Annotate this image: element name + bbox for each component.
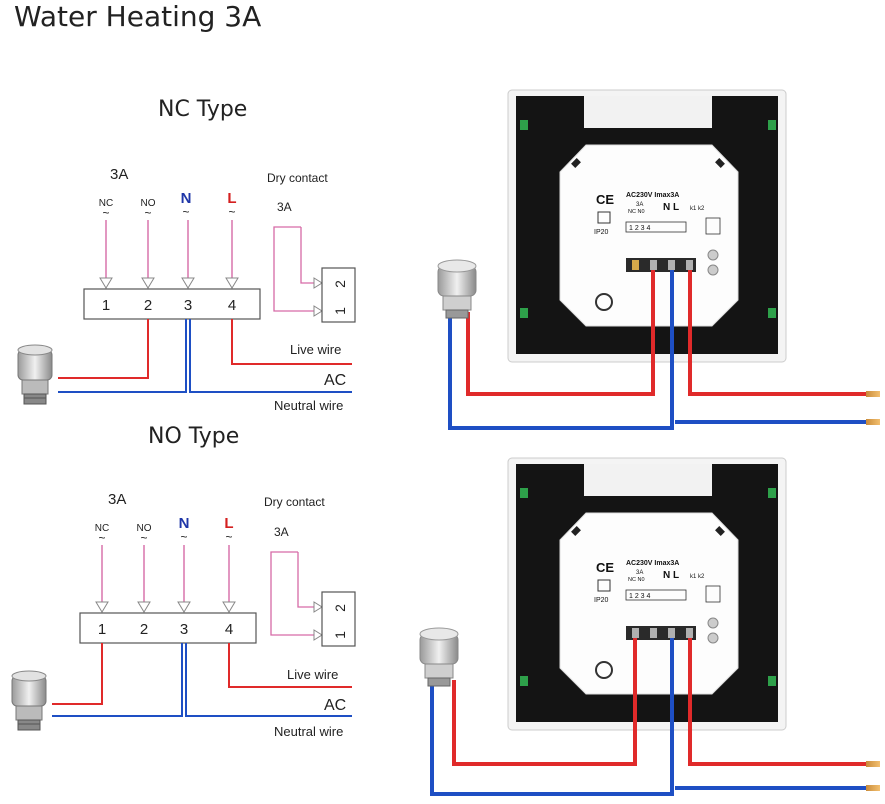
dry-contact-arrow	[313, 305, 323, 317]
terminal-labels: NC ~ NO ~ N ~ L ~	[99, 190, 237, 220]
live-wire	[231, 319, 352, 365]
dry-contact-terminal: 2	[332, 280, 348, 288]
terminal-symbol-l: ~	[228, 205, 235, 219]
dry-contact-arrow	[313, 601, 323, 613]
neutral-wire-to-motor	[52, 643, 183, 717]
dry-contact-terminal: 1	[332, 307, 348, 315]
terminal-leads	[105, 220, 233, 278]
nc-no-label: NC N0	[628, 577, 645, 583]
terminal-label-nc: NC	[95, 523, 109, 534]
terminal-numbers-label: 1 2 3 4	[629, 225, 651, 232]
terminal-arrows	[95, 601, 236, 613]
actuator-icon	[17, 344, 53, 405]
terminal-label-no: NO	[141, 198, 156, 209]
terminal-arrows	[99, 277, 239, 289]
section-heading: NO Type	[148, 424, 239, 449]
ac-label: AC	[324, 372, 346, 389]
neutral-wire-to-motor	[58, 319, 187, 393]
dry-contact-terminal: 2	[332, 604, 348, 612]
dry-contact-arrow	[313, 629, 323, 641]
neutral-wire-label: Neutral wire	[274, 398, 343, 413]
dry-contact-block	[321, 267, 356, 323]
ce-mark: CE	[596, 192, 614, 207]
terminal-leads	[101, 545, 230, 602]
terminal-symbol-nc: ~	[98, 531, 105, 545]
terminal-label-l: L	[224, 515, 233, 532]
terminal-label-n: N	[179, 515, 190, 532]
terminal-symbol-n: ~	[180, 530, 187, 544]
terminal-label-l: L	[227, 190, 236, 207]
ip-rating: IP20	[594, 229, 609, 236]
dry-contact-lead	[297, 552, 314, 608]
ip-rating: IP20	[594, 597, 609, 604]
dry-contact-arrow	[313, 277, 323, 289]
neutral-wire	[185, 643, 352, 717]
neutral-wire	[189, 319, 352, 393]
dry-contact-lead	[270, 551, 314, 636]
actuator-icon	[11, 670, 47, 731]
device-rating: 3A	[636, 570, 643, 576]
rating-label: 3A	[108, 491, 126, 508]
terminal-number: 1	[102, 297, 110, 314]
nl-label: N L	[663, 202, 679, 213]
dry-contact-label: Dry contact	[264, 495, 325, 509]
dry-contact-label: Dry contact	[267, 171, 328, 185]
terminal-number: 3	[180, 621, 188, 638]
k1k2-label: k1 k2	[690, 206, 705, 212]
page-title: Water Heating 3A	[14, 0, 262, 33]
thermostat-back-photo: CE IP20 AC230V Imax3A 3A NC N0 N L 1 2 3…	[419, 457, 880, 796]
live-wire-to-motor	[58, 319, 149, 379]
live-wire-label: Live wire	[290, 342, 341, 357]
terminal-number: 4	[225, 621, 233, 638]
nc-no-label: NC N0	[628, 209, 645, 215]
section-heading: NC Type	[158, 97, 247, 122]
no-type-schematic: NO Type 3A NC ~ NO ~ N ~ L ~ 1 2 3 4	[11, 424, 356, 739]
dry-contact-rating: 3A	[277, 200, 292, 214]
device-spec: AC230V Imax3A	[626, 560, 679, 567]
terminal-label-n: N	[181, 190, 192, 207]
nl-label: N L	[663, 570, 679, 581]
terminal-label-nc: NC	[99, 198, 113, 209]
terminal-symbol-no: ~	[140, 531, 147, 545]
terminal-number: 3	[184, 297, 192, 314]
ce-mark: CE	[596, 560, 614, 575]
dry-contact-lead	[300, 227, 314, 284]
k1k2-label: k1 k2	[690, 574, 705, 580]
terminal-symbol-l: ~	[225, 530, 232, 544]
live-wire-label: Live wire	[287, 667, 338, 682]
terminal-block	[83, 288, 261, 320]
terminal-label-no: NO	[137, 523, 152, 534]
device-spec: AC230V Imax3A	[626, 192, 679, 199]
dry-contact-lead	[273, 226, 314, 312]
rating-label: 3A	[110, 166, 128, 183]
nc-type-schematic: NC Type 3A NC ~ NO ~ N ~ L ~ 1	[17, 97, 356, 413]
thermostat-back-photo: CE IP20 AC230V Imax3A 3A NC N0 N L 1 2 3…	[437, 89, 880, 430]
ac-label: AC	[324, 697, 346, 714]
terminal-symbol-no: ~	[144, 206, 151, 220]
terminal-labels: NC ~ NO ~ N ~ L ~	[95, 515, 234, 545]
terminal-number: 4	[228, 297, 236, 314]
terminal-symbol-nc: ~	[102, 206, 109, 220]
terminal-block	[79, 612, 257, 644]
terminal-numbers-label: 1 2 3 4	[629, 593, 651, 600]
dry-contact-block	[321, 591, 356, 647]
dry-contact-rating: 3A	[274, 525, 289, 539]
live-wire	[228, 643, 352, 688]
neutral-wire-label: Neutral wire	[274, 724, 343, 739]
terminal-number: 2	[144, 297, 152, 314]
terminal-number: 1	[98, 621, 106, 638]
terminal-number: 2	[140, 621, 148, 638]
terminal-symbol-n: ~	[182, 205, 189, 219]
device-rating: 3A	[636, 202, 643, 208]
dry-contact-terminal: 1	[332, 631, 348, 639]
live-wire-to-motor	[52, 643, 103, 705]
